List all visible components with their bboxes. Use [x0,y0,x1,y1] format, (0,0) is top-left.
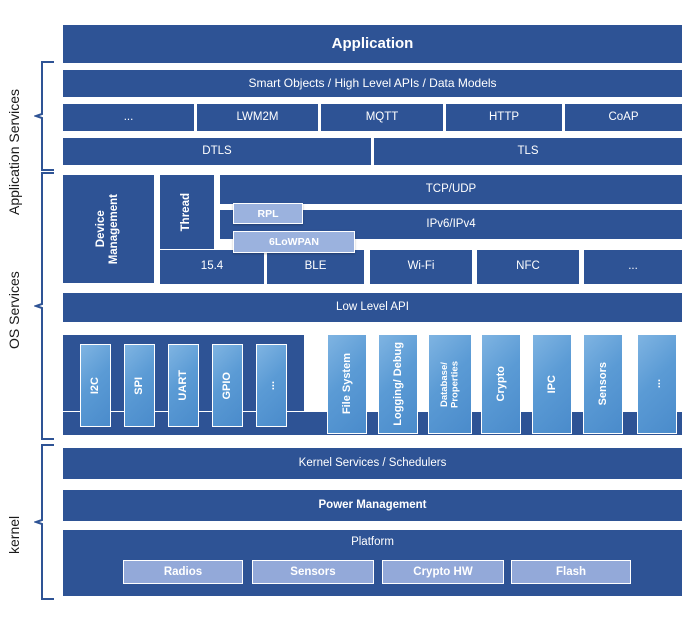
service-chip-sensors[interactable]: Sensors [583,334,623,434]
link-box-ellipsis[interactable]: ... [583,249,683,285]
driver-chip-gpio[interactable]: GPIO [212,344,243,427]
driver-chip-i2c-label: I2C [89,376,102,395]
protocol-box-lwm2m[interactable]: LWM2M [196,103,319,132]
platform-chip-crypto-hw[interactable]: Crypto HW [382,560,504,584]
driver-chip-i2c[interactable]: I2C [80,344,111,427]
protocol-box-http[interactable]: HTTP [445,103,563,132]
service-chip-ipc[interactable]: IPC [532,334,572,434]
driver-chip-gpio-label: GPIO [221,371,234,400]
security-box-tls[interactable]: TLS [373,137,683,166]
driver-chip-spi[interactable]: SPI [124,344,155,427]
group-label-application-services: Application Services [6,88,22,216]
service-chip-database-properties[interactable]: Database/ Properties [428,334,472,434]
service-chip-logging-debug-label: Logging/ Debug [391,342,404,426]
service-chip-file-system-label: File System [340,353,353,415]
service-chip-crypto[interactable]: Crypto [481,334,521,434]
device-management-box[interactable]: Device Management [62,174,155,284]
service-chip-database-properties-label: Database/ Properties [438,360,460,408]
platform-label: Platform [351,536,394,548]
service-chip-sensors-label: Sensors [596,362,609,406]
platform-chip-sensors[interactable]: Sensors [252,560,374,584]
link-box-wifi[interactable]: Wi-Fi [369,249,473,285]
power-management-box[interactable]: Power Management [62,489,683,522]
low-level-api-box[interactable]: Low Level API [62,292,683,323]
brace-kernel [34,444,54,600]
brace-application-services [34,61,54,171]
thread-label: Thread [180,193,193,232]
brace-os-services [34,172,54,440]
service-chip-ellipsis[interactable]: ... [637,334,677,434]
link-box-154[interactable]: 15.4 [159,249,265,285]
driver-chip-uart[interactable]: UART [168,344,199,427]
platform-chip-radios[interactable]: Radios [123,560,243,584]
service-chip-file-system[interactable]: File System [327,334,367,434]
6lowpan-box[interactable]: 6LoWPAN [233,231,355,253]
device-management-label: Device Management [95,193,121,265]
smart-objects-box[interactable]: Smart Objects / High Level APIs / Data M… [62,69,683,98]
group-label-os-services: OS Services [6,271,22,349]
service-chip-crypto-label: Crypto [494,366,507,402]
driver-chip-ellipsis-label: ... [265,380,278,391]
driver-chip-uart-label: UART [177,370,190,401]
services-base-strip [62,411,683,436]
service-chip-ipc-label: IPC [545,374,558,394]
service-chip-logging-debug[interactable]: Logging/ Debug [378,334,418,434]
protocol-box-mqtt[interactable]: MQTT [320,103,444,132]
group-label-kernel: kernel [6,515,22,555]
service-chip-ellipsis-label: ... [650,379,663,389]
rpl-box[interactable]: RPL [233,203,303,224]
driver-chip-ellipsis[interactable]: ... [256,344,287,427]
tcp-udp-box[interactable]: TCP/UDP [219,174,683,205]
link-box-nfc[interactable]: NFC [476,249,580,285]
security-box-dtls[interactable]: DTLS [62,137,372,166]
protocol-box-coap[interactable]: CoAP [564,103,683,132]
link-box-ble[interactable]: BLE [266,249,365,285]
kernel-services-box[interactable]: Kernel Services / Schedulers [62,447,683,480]
platform-chip-flash[interactable]: Flash [511,560,631,584]
application-box[interactable]: Application [62,24,683,64]
driver-chip-spi-label: SPI [133,376,146,395]
protocol-box-ellipsis[interactable]: ... [62,103,195,132]
thread-box[interactable]: Thread [159,174,215,251]
